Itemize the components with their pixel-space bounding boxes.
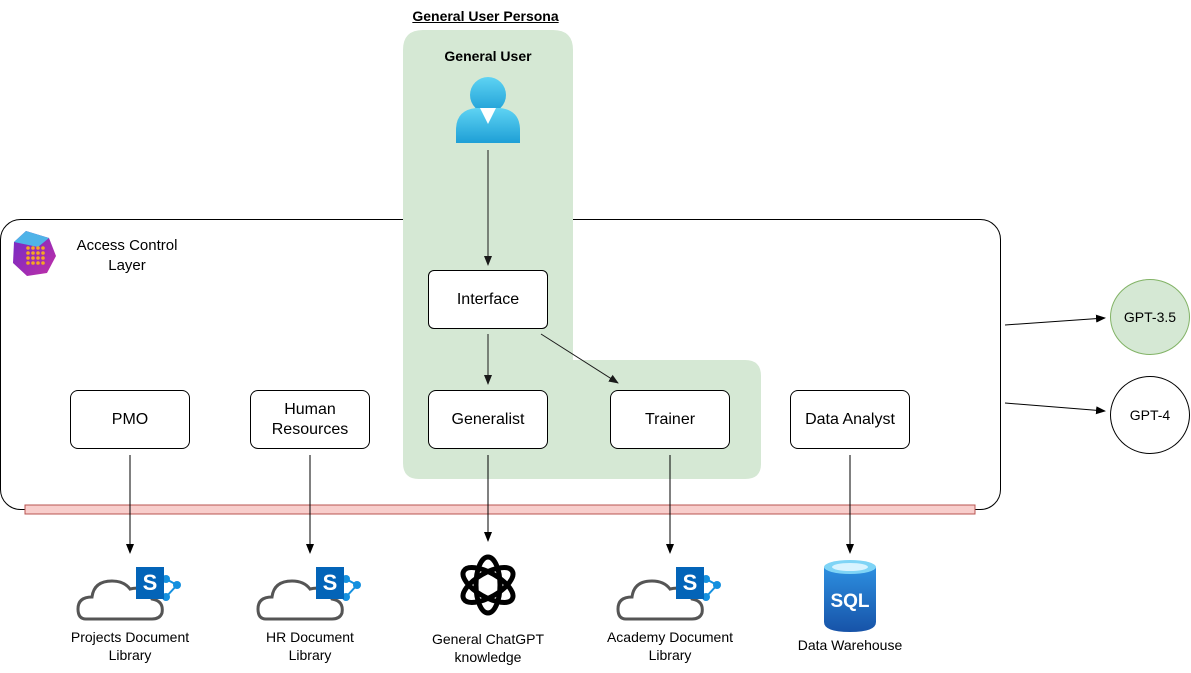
chatgpt-knowledge-label: General ChatGPT knowledge bbox=[408, 630, 568, 666]
access-control-label-line1: Access Control bbox=[76, 237, 178, 254]
chatgpt-knowledge-label-line1: General ChatGPT bbox=[431, 631, 545, 647]
svg-text:S: S bbox=[143, 570, 158, 595]
trainer-node[interactable]: Trainer bbox=[610, 390, 730, 449]
data-warehouse-label: Data Warehouse bbox=[797, 637, 903, 653]
hr-library-label-line1: HR Document bbox=[266, 629, 354, 645]
interface-node[interactable]: Interface bbox=[428, 270, 548, 329]
hr-node-label-line2: Resources bbox=[271, 420, 349, 438]
gpt35-node-label: GPT-3.5 bbox=[1123, 309, 1177, 325]
gpt35-node[interactable]: GPT-3.5 bbox=[1110, 279, 1190, 355]
projects-library-label-line2: Library bbox=[108, 647, 152, 663]
svg-text:S: S bbox=[323, 570, 338, 595]
svg-text:S: S bbox=[683, 570, 698, 595]
trainer-node-label: Trainer bbox=[644, 410, 696, 428]
academy-library-label-line1: Academy Document bbox=[606, 629, 734, 645]
pmo-node-label: PMO bbox=[111, 410, 149, 428]
projects-library-label-line1: Projects Document bbox=[70, 629, 190, 645]
user-icon bbox=[456, 77, 520, 143]
projects-library-label: Projects Document Library bbox=[55, 628, 205, 664]
generalist-node[interactable]: Generalist bbox=[428, 390, 548, 449]
chatgpt-knowledge-label-line2: knowledge bbox=[454, 649, 522, 665]
gpt4-node[interactable]: GPT-4 bbox=[1110, 376, 1190, 454]
hr-library-label-line2: Library bbox=[288, 647, 332, 663]
academy-library-label: Academy Document Library bbox=[590, 628, 750, 664]
connector-layer-gpt4 bbox=[1004, 402, 1106, 415]
human-resources-node[interactable]: Human Resources bbox=[250, 390, 370, 449]
sharepoint-cloud-icon: S bbox=[76, 567, 181, 621]
hr-node-label-line1: Human bbox=[284, 400, 336, 418]
openai-icon bbox=[460, 554, 516, 616]
sharepoint-cloud-icon: S bbox=[616, 567, 721, 621]
access-control-icon bbox=[13, 231, 56, 276]
access-control-label: Access Control Layer bbox=[62, 236, 192, 276]
general-user-label: General User bbox=[444, 48, 532, 64]
data-analyst-node-label: Data Analyst bbox=[805, 410, 895, 428]
connector-interface-trainer bbox=[540, 333, 619, 384]
connector-layer-gpt35 bbox=[1004, 314, 1106, 326]
data-boundary-bar bbox=[24, 504, 976, 515]
academy-library-label-line2: Library bbox=[648, 647, 692, 663]
access-control-label-line2: Layer bbox=[108, 257, 146, 274]
hr-library-label: HR Document Library bbox=[235, 628, 385, 664]
pmo-node[interactable]: PMO bbox=[70, 390, 190, 449]
persona-title: General User Persona bbox=[412, 8, 559, 24]
interface-node-label: Interface bbox=[456, 290, 520, 308]
generalist-node-label: Generalist bbox=[451, 410, 525, 428]
data-analyst-node[interactable]: Data Analyst bbox=[790, 390, 910, 449]
gpt4-node-label: GPT-4 bbox=[1129, 407, 1171, 423]
sql-database-icon: SQL bbox=[824, 560, 876, 632]
sharepoint-cloud-icon: S bbox=[256, 567, 361, 621]
sql-text: SQL bbox=[830, 591, 869, 612]
